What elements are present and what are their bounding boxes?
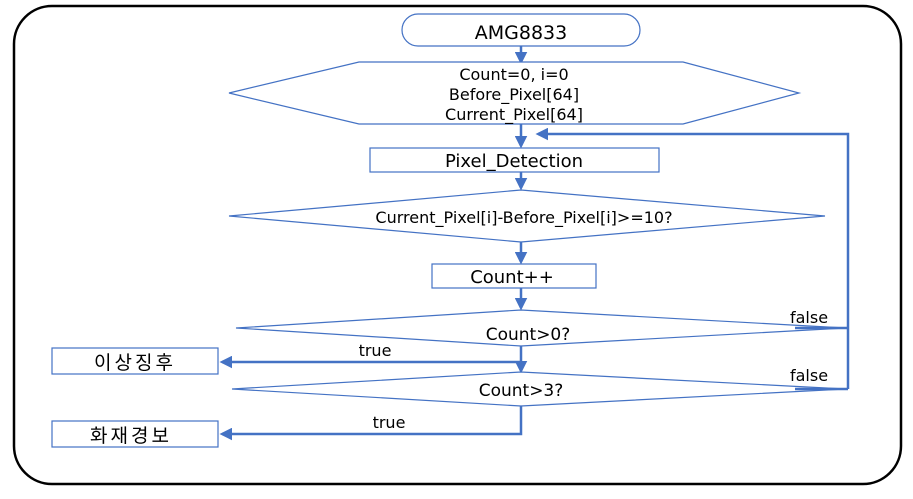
count-gt0-label: Count>0? [486, 325, 571, 345]
edge-true-label-2: true [373, 413, 406, 432]
edge-false-label-2: false [790, 366, 828, 385]
edge-false-label-1: false [790, 308, 828, 327]
diff-decision-label: Current_Pixel[i]-Before_Pixel[i]>=10? [375, 208, 672, 228]
fire-alarm-output [51, 420, 219, 448]
init-line-1: Count=0, i=0 [459, 65, 568, 84]
start-label: AMG8833 [475, 22, 567, 44]
connector-loop-back [535, 127, 850, 389]
connector-true-fire-alarm [219, 406, 523, 441]
edge-true-label-1: true [359, 341, 392, 360]
fire-alarm-output-label: 화재경보 [90, 425, 172, 447]
diff-decision [228, 189, 826, 243]
count-gt3-label: Count>3? [479, 381, 564, 401]
init-line-3: Current_Pixel[64] [445, 105, 583, 125]
count-increment-label: Count++ [470, 267, 554, 288]
pixel-detection-process [369, 147, 660, 173]
init-block [228, 61, 802, 125]
anomaly-output-label: 이상징후 [94, 352, 176, 374]
pixel-detection-label: Pixel_Detection [445, 151, 583, 172]
count-increment-process [431, 263, 597, 289]
outer-frame [12, 4, 903, 486]
init-line-2: Before_Pixel[64] [449, 85, 579, 105]
anomaly-output [51, 347, 219, 375]
